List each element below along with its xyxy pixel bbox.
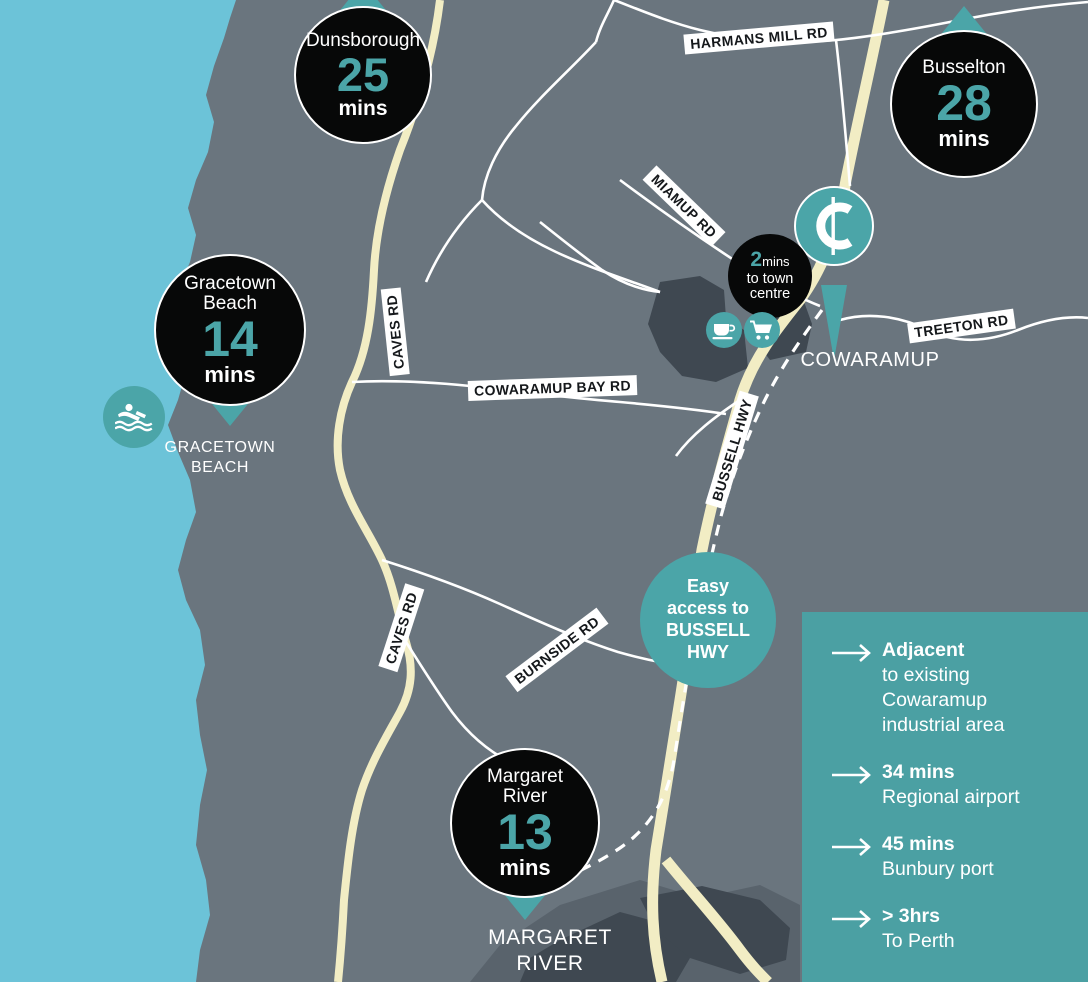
info-headline: 45 mins [882,832,955,855]
caption-line1: GRACETOWN [164,439,276,456]
marker-gracetown-beach[interactable]: Gracetown Beach 14 mins [154,254,306,426]
badge-unit: mins [762,254,790,269]
info-text: 34 mins Regional airport [882,760,1020,810]
marker-value: 28 [936,74,992,131]
marker-unit: mins [204,362,256,388]
c-logo-tail [821,285,847,360]
easy-access-line2: access to [666,598,750,619]
info-text: 45 mins Bunbury port [882,832,994,882]
badge-line1: 2mins [750,248,790,272]
coffee-cup-icon [712,324,736,340]
marker-place-line1: Margaret [486,765,564,787]
arrow-right-icon [832,832,882,861]
easy-access-line3: BUSSELL [665,620,750,640]
easy-access-line4: HWY [686,641,729,662]
coffee-icon-chip[interactable] [706,312,742,348]
dashed-boundary [543,309,824,888]
shopping-icon-chip[interactable] [744,312,780,348]
easy-access-bussell-hwy-callout[interactable]: Easy access to BUSSELL HWY [640,552,776,688]
info-row-port: 45 mins Bunbury port [832,832,1074,882]
cowaramup-logo-marker[interactable] [794,186,874,266]
badge-line2: to town [746,270,794,287]
marker-value: 13 [497,803,553,860]
badge-value: 2 [750,248,763,271]
marker-margaret-river[interactable]: Margaret River 13 mins [450,748,600,920]
land-patch-mr-2 [640,886,790,974]
marker-unit: mins [938,126,990,152]
letter-c-logo-icon [816,197,853,255]
marker-unit: mins [338,97,388,121]
caption-line2: BEACH [190,458,250,476]
marker-place-line2: Beach [203,292,257,314]
town-caption-gracetown-beach: GRACETOWN BEACH [150,438,290,477]
land-patch-mr-1 [520,912,690,982]
marker-place-line2: River [502,785,548,807]
marker-dunsborough[interactable]: Dunsborough 25 mins [294,0,432,144]
info-row-perth: > 3hrs To Perth [832,904,1074,954]
shopping-cart-icon [750,320,772,340]
info-detail: Bunbury port [882,857,994,880]
town-caption-cowaramup: COWARAMUP [800,349,940,371]
arrow-right-icon [832,638,882,667]
marker-busselton[interactable]: Busselton 28 mins [890,6,1038,178]
caption-line1: MARGARET [488,926,612,949]
easy-access-line1: Easy [686,576,730,597]
land-patch-cowaramup [648,276,748,382]
marker-place: Busselton [922,56,1006,78]
badge-line3: centre [749,286,791,303]
info-text: > 3hrs To Perth [882,904,955,954]
arrow-right-icon [832,904,882,933]
easy-access-text: Easy access to BUSSELL HWY [666,576,750,664]
marker-value: 25 [336,47,390,101]
marker-bubble: Busselton 28 mins [890,30,1038,178]
caption-line2: RIVER [516,951,584,975]
swimmer-icon [115,403,153,432]
marker-bubble: Gracetown Beach 14 mins [154,254,306,406]
swimmer-icon-chip[interactable] [103,386,165,448]
info-row-airport: 34 mins Regional airport [832,760,1074,810]
info-detail: To Perth [882,929,955,952]
info-headline: 34 mins [882,760,955,783]
town-caption-margaret-river: MARGARET RIVER [455,925,645,976]
marker-place-line1: Gracetown [184,272,276,294]
marker-unit: mins [499,855,551,881]
info-headline: > 3hrs [882,904,940,927]
info-headline: Adjacent [882,639,965,661]
marker-value: 14 [202,310,258,367]
badge-2-mins-to-town-centre[interactable]: 2mins to town centre [728,234,812,318]
marker-bubble: Dunsborough 25 mins [294,6,432,144]
highway-branch-lower [661,856,772,982]
caves-rd-line [333,0,444,982]
arrow-right-icon [832,760,882,789]
marker-place: Dunsborough [305,29,421,51]
info-detail: Regional airport [882,785,1020,808]
marker-bubble: Margaret River 13 mins [450,748,600,898]
